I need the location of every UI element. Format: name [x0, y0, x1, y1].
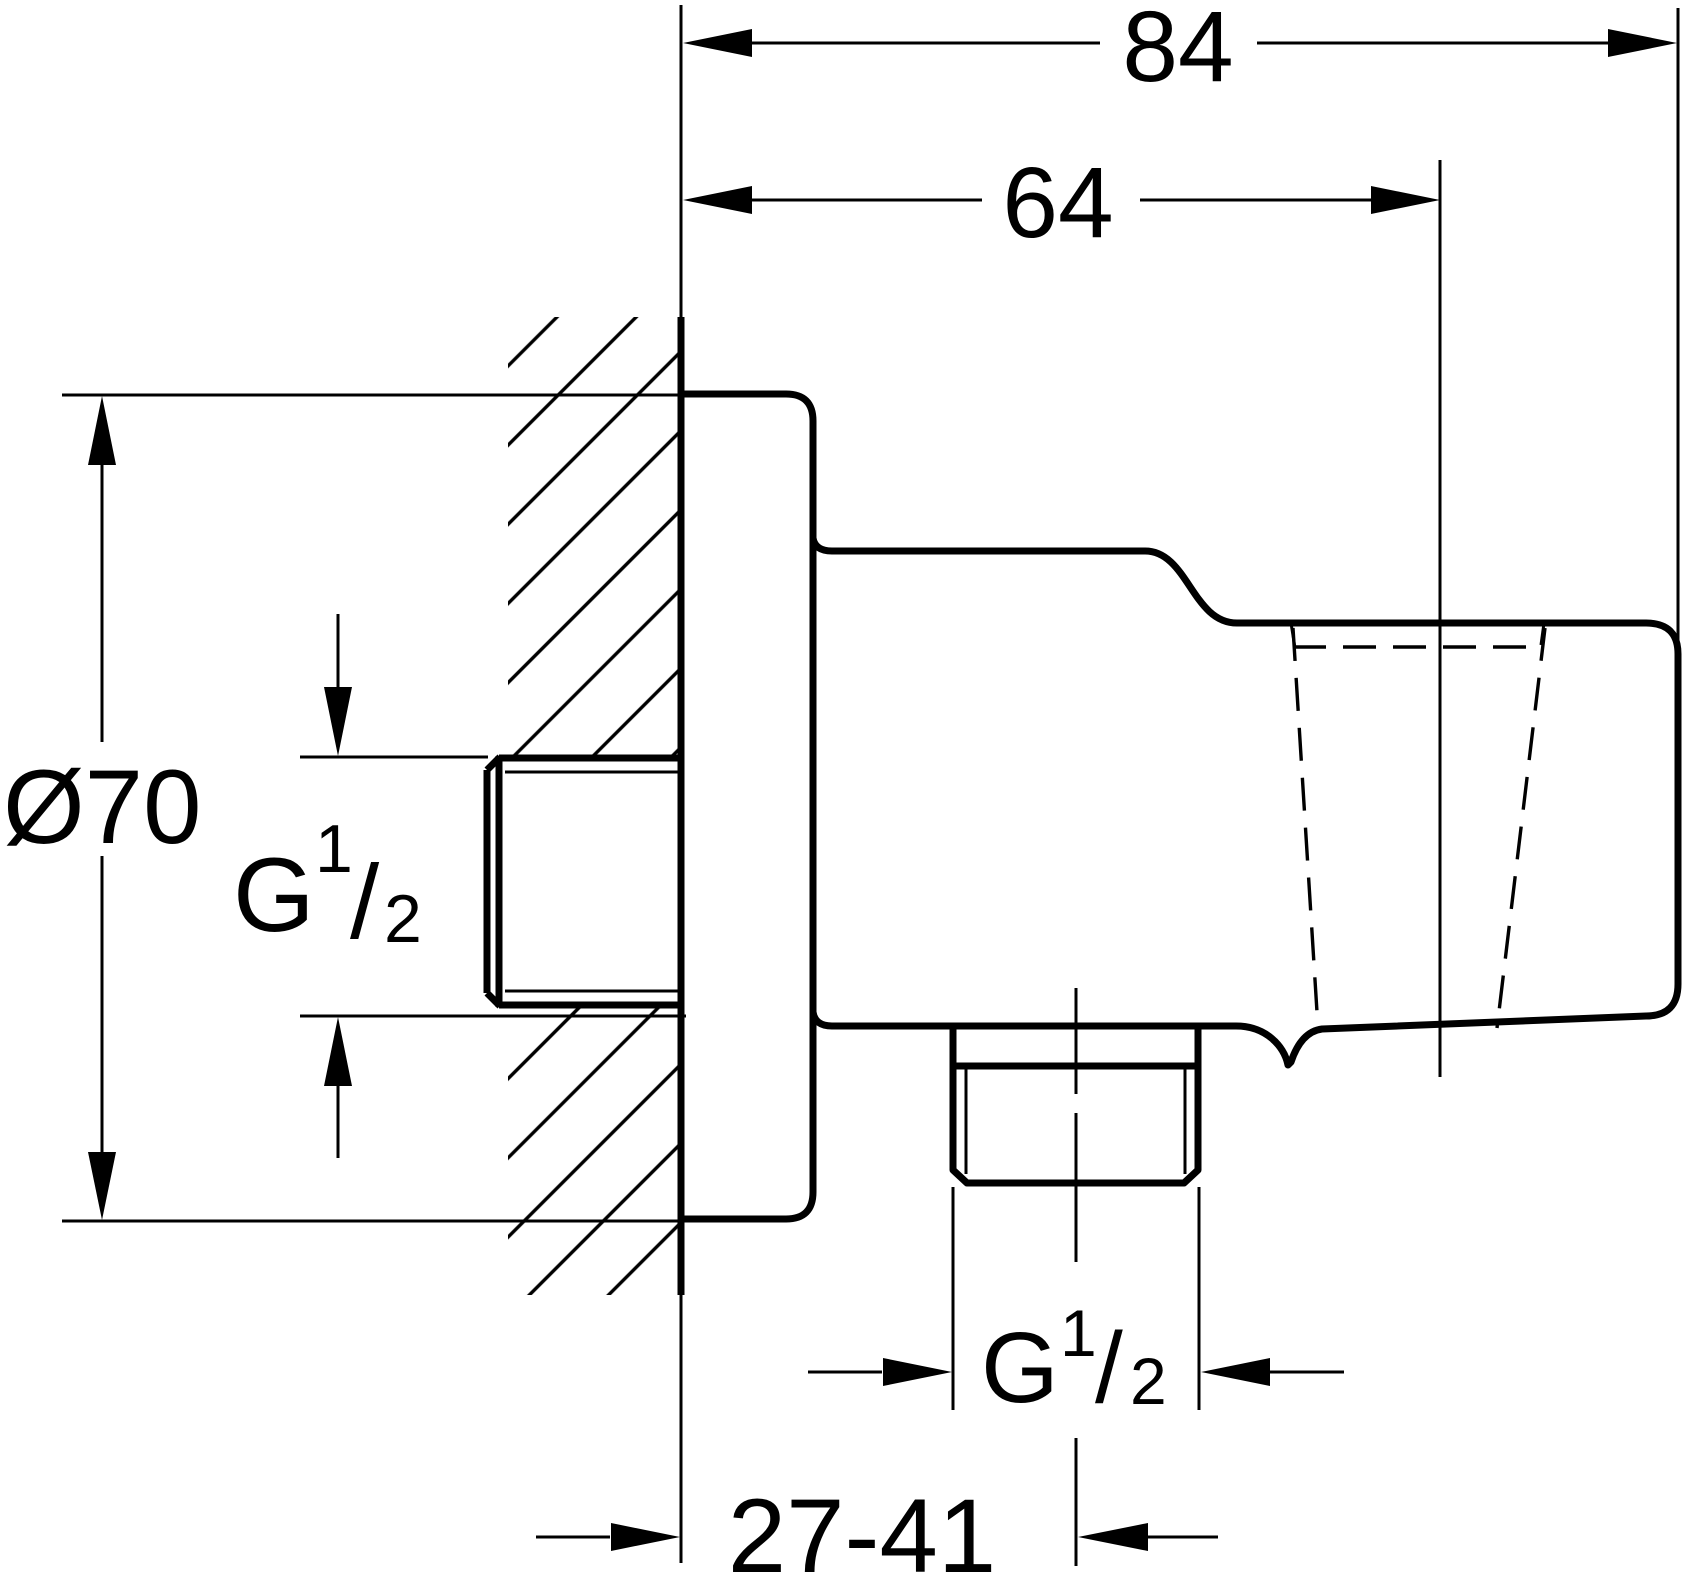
inlet-thread-label-slash: /: [350, 844, 380, 961]
outlet-thread-label-g: G: [981, 1312, 1059, 1424]
cone-left-dashed: [1291, 627, 1320, 1029]
inlet-chamfer-bottom: [484, 990, 503, 1009]
arrowhead-right: [611, 1523, 680, 1551]
part-outline: [483, 317, 1682, 1295]
dim-label-64: 64: [1002, 147, 1113, 259]
wall-hatch-lower: [508, 1005, 681, 1295]
dim-label-flange-diameter: Ø70: [3, 749, 201, 866]
dim-label-range: 27-41: [728, 1478, 997, 1576]
outlet-thread-label-denominator: 2: [1130, 1344, 1167, 1418]
wall-hatch-upper: [508, 317, 681, 758]
dimension-outlet-thread: G 1 / 2: [808, 1296, 1344, 1424]
dimension-total-depth: 84: [683, 0, 1677, 103]
arrowhead-left: [683, 186, 752, 214]
inlet-thread-label-denominator: 2: [384, 881, 422, 957]
arrowhead-right: [1371, 186, 1440, 214]
inlet-nipple: [483, 754, 681, 1009]
arrowhead-down: [324, 687, 352, 756]
arrowhead-up: [88, 396, 116, 465]
extension-lines: [62, 5, 1680, 1563]
arrowhead-left: [1078, 1523, 1148, 1551]
body-holder-outline: [809, 537, 1682, 1069]
dimension-inlet-thread: G 1 / 2: [233, 614, 422, 1158]
outlet-nipple-outline: [949, 1026, 1202, 1187]
cone-right-dashed: [1495, 627, 1547, 1029]
arrowhead-down: [88, 1152, 116, 1220]
holder-cone-hidden-lines: [1289, 622, 1547, 1029]
inlet-thread-label-numerator: 1: [315, 811, 353, 887]
arrowhead-right: [883, 1358, 952, 1386]
dimension-flange-diameter: Ø70: [3, 396, 201, 1220]
outlet-thread-label-slash: /: [1095, 1312, 1123, 1424]
dimension-wall-to-outlet: 27-41: [536, 1478, 1218, 1576]
arrowhead-right: [1608, 29, 1677, 57]
dim-label-84: 84: [1122, 0, 1233, 103]
dimension-holder-center: 64: [683, 147, 1440, 259]
wall-hatching: [508, 317, 681, 1295]
arrowhead-up: [324, 1017, 352, 1086]
flange-outline: [681, 390, 817, 1223]
arrowhead-left: [683, 29, 752, 57]
inlet-chamfer-top: [484, 754, 503, 773]
arrowhead-left: [1201, 1358, 1270, 1386]
cone-tick-right: [1539, 622, 1546, 646]
inlet-thread-label-g: G: [233, 837, 315, 954]
outlet-thread-label-numerator: 1: [1060, 1296, 1097, 1370]
